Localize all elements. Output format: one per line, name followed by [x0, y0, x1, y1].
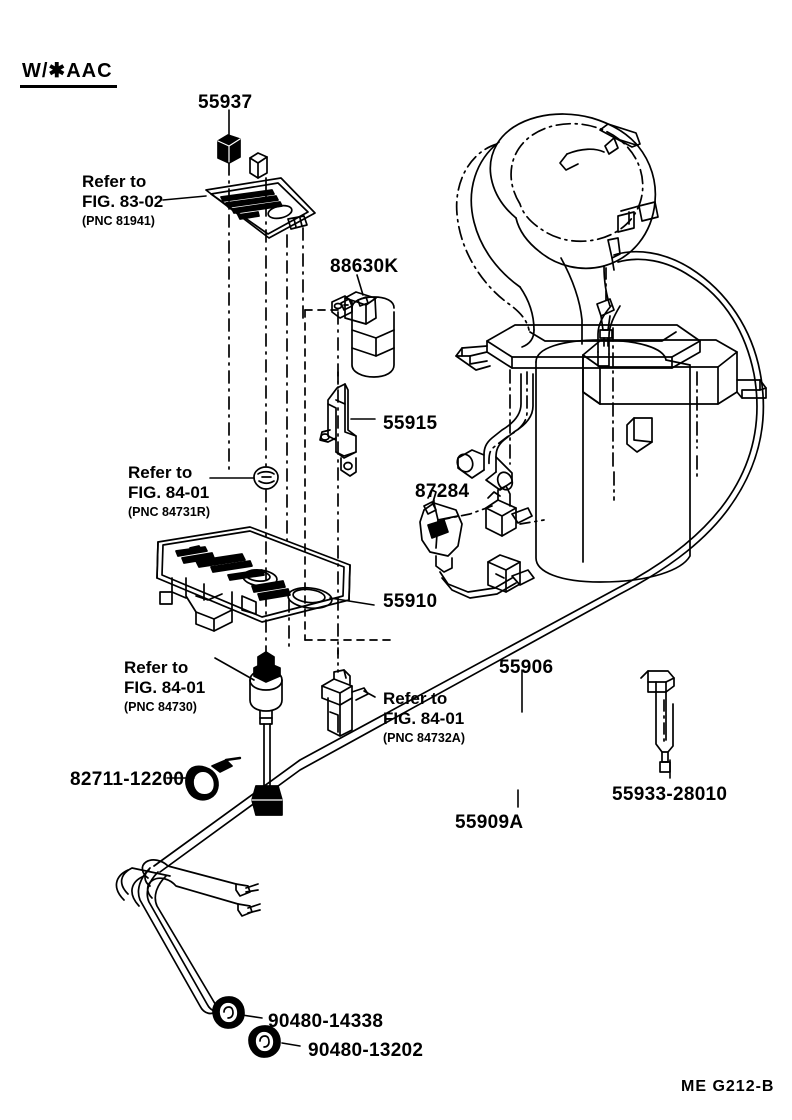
- callout-88630K: 88630K: [330, 256, 399, 277]
- refer-line-2: FIG. 83-02: [82, 192, 164, 211]
- refer-pnc: (PNC 84732A): [383, 731, 465, 745]
- actuator-88630K: [340, 291, 395, 378]
- assembly-centerlines: [228, 162, 339, 661]
- blower-top-flange: [559, 123, 641, 171]
- group-dashed-box: [304, 309, 393, 641]
- footer-sheet-code: ME G212-B: [681, 1078, 775, 1095]
- bracket-55915: [319, 383, 357, 477]
- leader-lines: [162, 109, 671, 1047]
- refer-line-1: Refer to: [124, 658, 189, 677]
- callout-55910: 55910: [383, 591, 438, 612]
- callout-55915: 55915: [383, 413, 438, 434]
- upper-trim-panel-81941: [205, 177, 316, 239]
- grommet-90480-13202: [248, 1025, 281, 1058]
- blower-scroll-shell: [470, 141, 535, 331]
- panel-clip-small: [249, 152, 268, 179]
- blower-scroll-shell-hidden: [455, 143, 530, 331]
- callout-55937: 55937: [198, 92, 253, 113]
- callout-55933-28010: 55933-28010: [612, 784, 728, 805]
- switch-84732A: [321, 669, 369, 737]
- refer-pnc: (PNC 84731R): [128, 505, 210, 519]
- refer-line-2: FIG. 84-01: [124, 678, 206, 697]
- refer-line-2: FIG. 84-01: [128, 483, 210, 502]
- heater-pipe-hidden: [488, 371, 528, 467]
- callout-82711-12200: 82711-12200: [70, 769, 185, 790]
- refer-line-1: Refer to: [82, 172, 147, 191]
- plug-55937: [217, 134, 241, 164]
- harness-87284: [419, 485, 535, 599]
- callout-55906: 55906: [499, 657, 554, 678]
- blower-side-boss: [617, 211, 635, 233]
- control-panel-55910: [156, 526, 351, 632]
- grommet-90480-14338: [212, 996, 245, 1029]
- blower-duct-neck: [521, 257, 611, 348]
- refer-line-1: Refer to: [383, 689, 448, 708]
- refer-block-fig-83-02: Refer to FIG. 83-02 (PNC 81941): [82, 172, 163, 231]
- blower-fan-hidden-circle: [510, 122, 644, 243]
- callout-90480-14338: 90480-14338: [268, 1011, 384, 1032]
- cable-clamp-55933: [640, 670, 675, 773]
- actuator-88630K-bracket: [331, 295, 369, 319]
- blower-housing-outline: [489, 113, 657, 270]
- refer-pnc: (PNC 84730): [124, 700, 197, 714]
- refer-line-2: FIG. 84-01: [383, 709, 465, 728]
- page-title: W/✱AAC: [20, 58, 117, 88]
- switch-84730: [249, 651, 283, 816]
- refer-block-fig-84-01-84732A: Refer to FIG. 84-01 (PNC 84732A): [383, 689, 465, 748]
- refer-line-1: Refer to: [128, 463, 193, 482]
- heater-unit-hidden-lines: [509, 327, 698, 501]
- heater-unit-box: [455, 324, 767, 583]
- callout-90480-13202: 90480-13202: [308, 1040, 424, 1061]
- refer-pnc: (PNC 81941): [82, 214, 155, 228]
- callout-87284: 87284: [415, 481, 470, 502]
- control-cable-55906: [153, 237, 765, 873]
- cable-bundle-55909A: [115, 859, 261, 1015]
- callout-55909A: 55909A: [455, 812, 524, 833]
- refer-block-fig-84-01-84730: Refer to FIG. 84-01 (PNC 84730): [124, 658, 205, 717]
- harness-87284-hidden: [439, 505, 545, 525]
- heater-core-pipes: [456, 373, 534, 491]
- wire-clamp-82711: [185, 756, 242, 801]
- refer-block-fig-84-01-84731R: Refer to FIG. 84-01 (PNC 84731R): [128, 463, 210, 522]
- control-knob-84731R: [253, 466, 279, 490]
